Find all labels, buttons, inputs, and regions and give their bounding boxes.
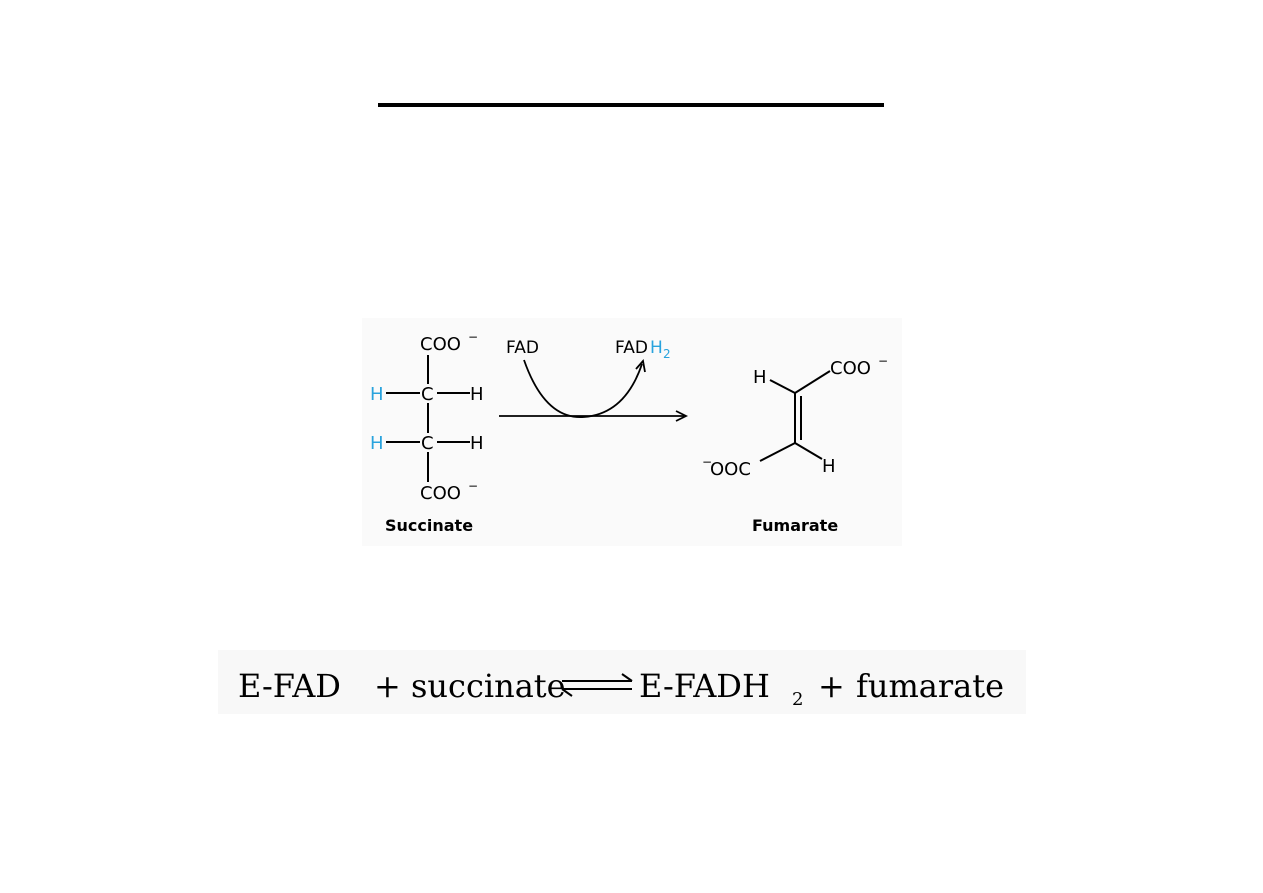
- equilibrium-reverse-barb: [561, 688, 573, 697]
- cofactor-fadh2-h: H: [650, 338, 663, 358]
- equation-right-enzyme: E-FADH: [639, 667, 770, 705]
- fumarate-structure: H COO − − OOC H Fumarate: [702, 354, 888, 535]
- cofactor-fadh2-sub: 2: [663, 347, 671, 361]
- equation-left-substrate: succinate: [411, 667, 566, 705]
- succinate-h2-right: H: [470, 433, 484, 454]
- bond-c2-ooc: [759, 442, 796, 462]
- equation-right-sub: 2: [792, 689, 803, 710]
- reaction-main-arrowhead: [675, 410, 689, 422]
- succinate-bottom-coo: COO: [420, 483, 461, 504]
- fumarate-bottom-charge: −: [702, 455, 712, 469]
- fumarate-h-top: H: [753, 367, 767, 388]
- bond-c1-coo: [794, 370, 831, 394]
- equation-plus-right: +: [818, 667, 845, 705]
- cofactor-fad: FAD: [506, 338, 539, 358]
- cofactor-curved-arrow: [523, 359, 643, 418]
- succinate-label: Succinate: [385, 516, 473, 535]
- succinate-h1-right: H: [470, 384, 484, 405]
- succinate-structure: COO − H C H H C H COO − Succinate: [370, 330, 484, 535]
- fumarate-label: Fumarate: [752, 516, 838, 535]
- equation-plus-left: +: [374, 667, 401, 705]
- fumarate-bottom-ooc: OOC: [710, 459, 751, 480]
- reaction-arrow-group: FAD FAD H 2: [499, 338, 689, 422]
- bond-c2-h: [794, 442, 823, 460]
- cofactor-arrowhead: [635, 359, 646, 373]
- title-underline: [378, 103, 884, 107]
- equation-right-product: fumarate: [856, 667, 1004, 705]
- equation-left-enzyme: E-FAD: [238, 667, 341, 705]
- succinate-top-coo: COO: [420, 334, 461, 355]
- equilibrium-forward-barb: [621, 673, 633, 682]
- fumarate-top-coo: COO: [830, 358, 871, 379]
- succinate-h2-left: H: [370, 433, 384, 454]
- succinate-bottom-charge: −: [468, 479, 478, 493]
- cofactor-fadh2-base: FAD: [615, 338, 648, 358]
- succinate-top-charge: −: [468, 330, 478, 344]
- succinate-c1: C: [421, 384, 434, 405]
- fumarate-top-charge: −: [878, 354, 888, 368]
- succinate-c2: C: [421, 433, 434, 454]
- bond-h-c1: [769, 379, 796, 394]
- equation: E-FAD + succinate E-FADH 2 + fumarate: [238, 667, 1004, 710]
- diagram-panel: [362, 318, 902, 546]
- fumarate-h-bottom: H: [822, 456, 836, 477]
- succinate-h1-left: H: [370, 384, 384, 405]
